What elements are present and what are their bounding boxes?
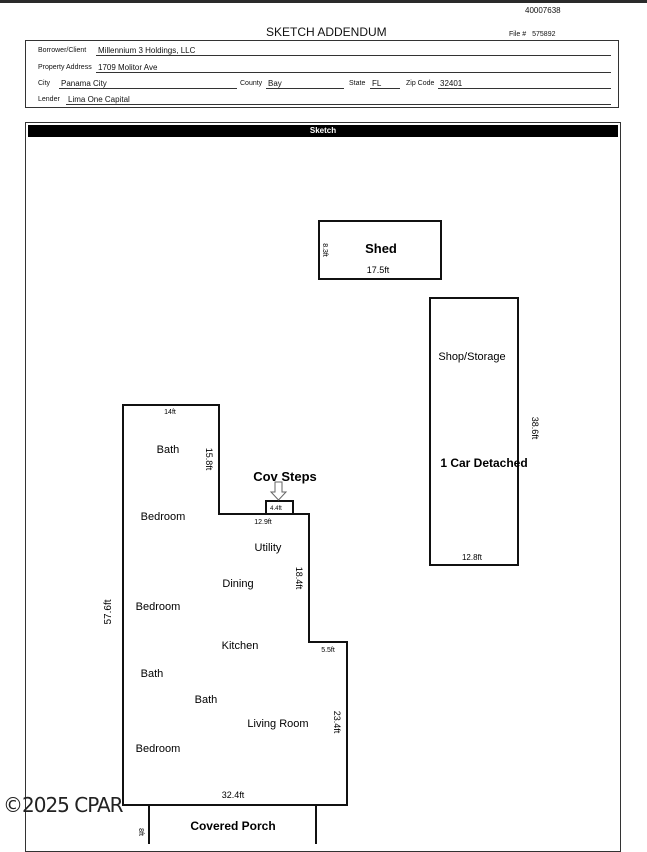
- shed-width: 17.5ft: [367, 265, 390, 275]
- garage-length: 38.6ft: [530, 417, 540, 440]
- room-bedroom-3: Bedroom: [136, 743, 181, 755]
- shop-storage-label: Shop/Storage: [438, 351, 505, 363]
- covered-porch-label: Covered Porch: [190, 819, 275, 833]
- city-value: Panama City: [59, 78, 237, 89]
- county-label: County: [240, 80, 263, 87]
- house-bottom-width: 32.4ft: [222, 790, 245, 800]
- property-info-box: Borrower/Client Millennium 3 Holdings, L…: [25, 40, 619, 108]
- shed-depth: 8.3ft: [321, 243, 328, 257]
- house-offset: 5.5ft: [321, 647, 335, 654]
- room-living-room: Living Room: [247, 718, 308, 730]
- address-label: Property Address: [38, 64, 92, 71]
- state-value: FL: [370, 78, 400, 89]
- arrow-down-icon: [269, 481, 288, 501]
- sketch-header: Sketch: [28, 125, 618, 137]
- house-step-width: 12.9ft: [254, 519, 272, 526]
- document-number: 40007638: [525, 6, 561, 15]
- file-number: File # 575892: [509, 31, 555, 38]
- garage-outline: [429, 297, 519, 566]
- room-bath-3: Bath: [195, 694, 218, 706]
- room-utility: Utility: [255, 542, 282, 554]
- room-dining: Dining: [222, 578, 253, 590]
- borrower-label: Borrower/Client: [38, 47, 87, 54]
- house-left-length: 57.6ft: [103, 599, 114, 624]
- room-bath-1: Bath: [157, 444, 180, 456]
- borrower-value: Millennium 3 Holdings, LLC: [96, 45, 611, 56]
- cov-steps-dim: 4.4ft: [270, 506, 282, 512]
- room-kitchen: Kitchen: [222, 640, 259, 652]
- house-top-width: 14ft: [164, 409, 176, 416]
- room-bedroom-1: Bedroom: [141, 511, 186, 523]
- lender-value: Lima One Capital: [66, 94, 611, 105]
- garage-width: 12.8ft: [462, 553, 483, 562]
- state-label: State: [349, 80, 366, 87]
- house-lower-right-length: 23.4ft: [332, 711, 342, 734]
- cov-steps-label: Cov Steps: [253, 469, 317, 484]
- shed-label: Shed: [365, 241, 397, 256]
- room-bath-2: Bath: [141, 668, 164, 680]
- lender-label: Lender: [38, 96, 60, 103]
- top-border: [0, 0, 647, 3]
- house-right-upper-length: 15.8ft: [204, 448, 214, 471]
- room-bedroom-2: Bedroom: [136, 601, 181, 613]
- cov-steps-outline: [265, 500, 294, 515]
- house-mid-right-length: 18.4ft: [294, 567, 304, 590]
- city-label: City: [38, 80, 51, 87]
- covered-porch-depth: 8ft: [137, 828, 144, 836]
- address-value: 1709 Molitor Ave: [96, 62, 611, 73]
- file-number-label: File #: [509, 31, 527, 38]
- zip-value: 32401: [438, 78, 611, 89]
- file-number-value: 575892: [532, 31, 556, 38]
- county-value: Bay: [266, 78, 344, 89]
- covered-porch-outline: [148, 804, 317, 844]
- garage-label: 1 Car Detached: [440, 456, 527, 470]
- shed-outline: [318, 220, 442, 280]
- zip-label: Zip Code: [406, 80, 435, 87]
- copyright-watermark: ©2025 CPAR: [3, 793, 124, 817]
- page-title: SKETCH ADDENDUM: [266, 25, 387, 39]
